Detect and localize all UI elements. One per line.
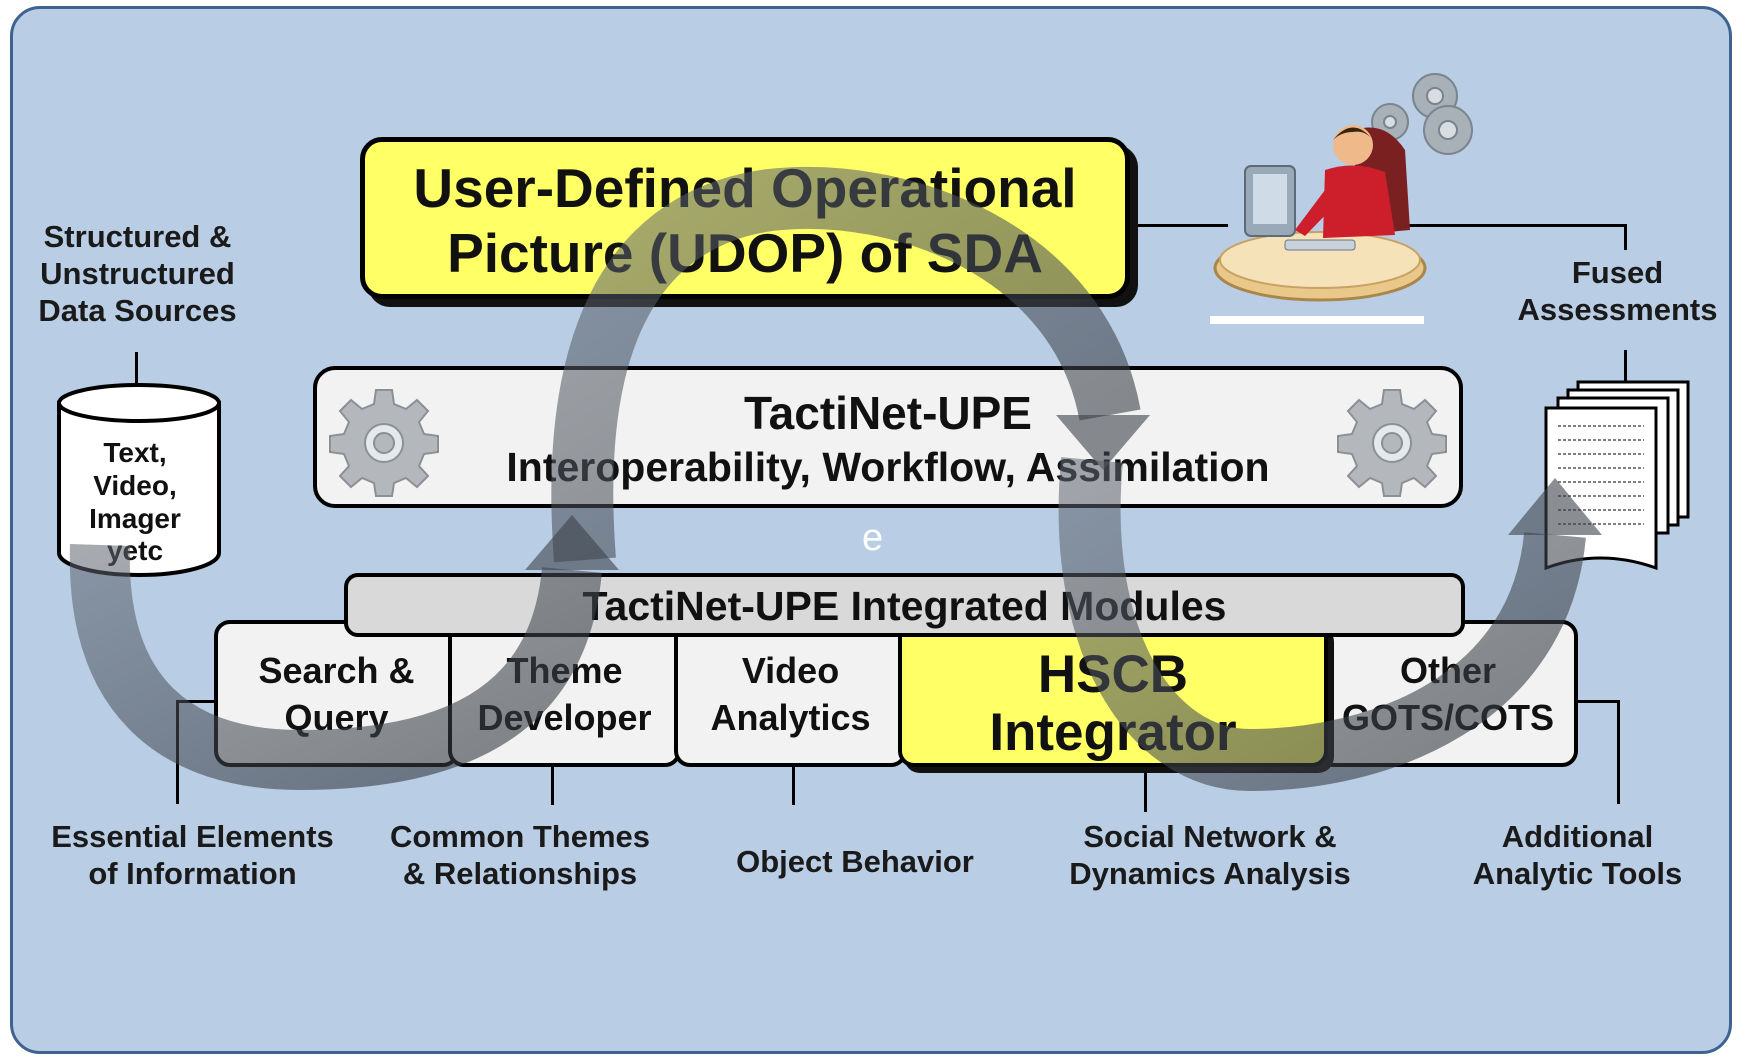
module-search-query: Search & Query	[214, 620, 459, 767]
connector-line	[1624, 224, 1627, 250]
stray-character: e	[862, 517, 884, 559]
connector-line	[1617, 700, 1620, 804]
upe-title: TactiNet-UPE	[744, 387, 1032, 439]
modules-bar: TactiNet-UPE Integrated Modules	[344, 573, 1465, 637]
analyst-workstation-icon	[1213, 73, 1473, 302]
module-other-gots-cots: Other GOTS/COTS	[1318, 620, 1578, 767]
connector-line	[1575, 700, 1620, 703]
connector-line	[551, 765, 554, 805]
modules-bar-title: TactiNet-UPE Integrated Modules	[582, 583, 1227, 629]
connector-line	[135, 352, 138, 400]
udop-title: User-Defined Operational Picture (UDOP) …	[413, 157, 1077, 284]
connector-line	[176, 700, 179, 804]
gear-icon	[1337, 389, 1447, 497]
connector-line	[1210, 316, 1424, 324]
database-icon	[57, 383, 221, 577]
data-sources-label: Structured & Unstructured Data Sources	[38, 219, 237, 329]
module-hscb-integrator: HSCB Integrator	[898, 620, 1328, 767]
documents-icon	[1544, 380, 1690, 571]
fused-assessments-label: Fused Assessments	[1517, 255, 1718, 328]
gear-icon	[329, 389, 439, 497]
module-theme-developer: Theme Developer	[448, 620, 681, 767]
module-video-analytics: Video Analytics	[674, 620, 907, 767]
module-label: Theme Developer	[477, 650, 652, 738]
module-label: Search & Query	[258, 650, 415, 738]
connector-line	[1144, 770, 1147, 812]
connector-line	[792, 765, 795, 805]
connector-line	[1400, 224, 1626, 227]
upe-subtitle: Interoperability, Workflow, Assimilation	[506, 444, 1270, 490]
module-label: HSCB Integrator	[989, 645, 1237, 763]
database-contents: Text, Video, Imager yetc	[89, 437, 181, 567]
udop-box: User-Defined Operational Picture (UDOP) …	[360, 137, 1130, 299]
social-network-label: Social Network & Dynamics Analysis	[1069, 819, 1351, 892]
common-themes-label: Common Themes & Relationships	[389, 819, 651, 892]
connector-line	[1128, 224, 1228, 227]
module-label: Other GOTS/COTS	[1341, 650, 1554, 738]
additional-tools-label: Additional Analytic Tools	[1472, 819, 1683, 892]
module-label: Video Analytics	[710, 650, 871, 738]
upe-box: TactiNet-UPE Interoperability, Workflow,…	[313, 366, 1463, 508]
essential-elements-label: Essential Elements of Information	[51, 819, 334, 892]
connector-line	[1624, 350, 1627, 395]
object-behavior-label: Object Behavior	[736, 844, 974, 879]
